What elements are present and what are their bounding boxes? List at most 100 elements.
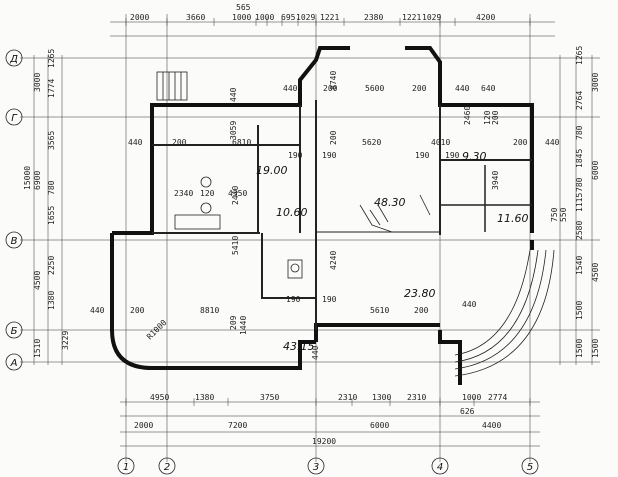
svg-text:1540: 1540 (575, 256, 584, 275)
svg-text:780: 780 (575, 177, 584, 192)
axis-marker-1: 1 (117, 457, 135, 475)
svg-text:1440: 1440 (239, 316, 248, 335)
bottom-dimensions: 4950 1380 3750 2310 1300 2310 1000 2774 … (134, 393, 507, 446)
svg-text:А: А (10, 358, 18, 369)
right-dimensions: 1265 2764 780 1845 780 1115 2580 1540 15… (550, 46, 600, 358)
svg-text:1000: 1000 (462, 393, 481, 402)
svg-text:190: 190 (322, 295, 337, 304)
svg-text:2440: 2440 (231, 186, 240, 205)
room-area-label: 23.80 (404, 287, 436, 300)
room-area-label: 43.15 (283, 340, 315, 353)
svg-text:4200: 4200 (476, 13, 495, 22)
svg-text:2380: 2380 (364, 13, 383, 22)
svg-text:6810: 6810 (232, 138, 251, 147)
svg-text:565: 565 (236, 3, 251, 12)
svg-text:4500: 4500 (591, 263, 600, 282)
svg-text:4400: 4400 (482, 421, 501, 430)
svg-text:8740: 8740 (329, 71, 338, 90)
svg-text:2460: 2460 (463, 106, 472, 125)
top-dimensions: 565 2000 3660 1000 1000 695 1029 1221 23… (130, 3, 495, 22)
svg-text:8810: 8810 (200, 306, 219, 315)
room-area-label: 10.60 (276, 206, 308, 219)
svg-text:6000: 6000 (370, 421, 389, 430)
svg-text:2310: 2310 (338, 393, 357, 402)
svg-text:4950: 4950 (150, 393, 169, 402)
svg-text:3000: 3000 (591, 73, 600, 92)
svg-text:3565: 3565 (47, 131, 56, 150)
terrace-arcs (454, 249, 555, 377)
svg-text:695: 695 (281, 13, 296, 22)
axis-marker-v: В (5, 231, 23, 249)
svg-text:1510: 1510 (33, 339, 42, 358)
svg-text:440: 440 (455, 84, 470, 93)
stairs (156, 71, 431, 233)
svg-text:5410: 5410 (231, 236, 240, 255)
svg-text:4010: 4010 (431, 138, 450, 147)
svg-text:120: 120 (200, 189, 215, 198)
svg-text:626: 626 (460, 407, 475, 416)
svg-text:780: 780 (47, 180, 56, 195)
svg-text:200: 200 (513, 138, 528, 147)
axis-marker-4: 4 (431, 457, 449, 475)
svg-text:2340: 2340 (174, 189, 193, 198)
svg-text:440: 440 (545, 138, 560, 147)
svg-text:1000: 1000 (232, 13, 251, 22)
svg-text:4: 4 (437, 462, 443, 473)
svg-text:550: 550 (559, 207, 568, 222)
svg-text:1115: 1115 (575, 193, 584, 212)
svg-text:4500: 4500 (33, 271, 42, 290)
svg-text:640: 640 (481, 84, 496, 93)
svg-text:190: 190 (288, 151, 303, 160)
svg-text:200: 200 (172, 138, 187, 147)
room-area-label: 11.60 (497, 212, 529, 225)
svg-text:209: 209 (229, 315, 238, 330)
svg-text:1265: 1265 (47, 49, 56, 68)
svg-text:3750: 3750 (260, 393, 279, 402)
svg-text:1029: 1029 (422, 13, 441, 22)
svg-text:4240: 4240 (329, 251, 338, 270)
svg-text:440: 440 (229, 87, 238, 102)
axis-marker-5: 5 (521, 457, 539, 475)
left-dimensions: 3000 1265 1774 3565 780 1655 2250 1380 1… (23, 49, 70, 358)
svg-text:2580: 2580 (575, 221, 584, 240)
axis-marker-g: Г (5, 108, 23, 126)
svg-text:1000: 1000 (255, 13, 274, 22)
axis-marker-b: Б (5, 321, 23, 339)
svg-text:6000: 6000 (591, 161, 600, 180)
svg-text:190: 190 (415, 151, 430, 160)
svg-text:7200: 7200 (228, 421, 247, 430)
svg-text:15000: 15000 (23, 166, 32, 190)
svg-text:5620: 5620 (362, 138, 381, 147)
svg-text:200: 200 (414, 306, 429, 315)
svg-text:200: 200 (329, 130, 338, 145)
svg-text:440: 440 (90, 306, 105, 315)
svg-text:3660: 3660 (186, 13, 205, 22)
svg-text:1655: 1655 (47, 206, 56, 225)
svg-text:440: 440 (311, 345, 320, 360)
axis-marker-2: 2 (158, 457, 176, 475)
axis-marker-d: Д (5, 49, 23, 67)
svg-text:440: 440 (128, 138, 143, 147)
svg-text:2764: 2764 (575, 91, 584, 110)
svg-text:5600: 5600 (365, 84, 384, 93)
svg-text:3229: 3229 (61, 331, 70, 350)
svg-text:19200: 19200 (312, 437, 336, 446)
svg-text:1221: 1221 (402, 13, 421, 22)
svg-text:120: 120 (483, 110, 492, 125)
svg-text:2000: 2000 (130, 13, 149, 22)
svg-text:2250: 2250 (47, 256, 56, 275)
svg-text:6900: 6900 (33, 171, 42, 190)
svg-text:3940: 3940 (491, 171, 500, 190)
svg-text:1380: 1380 (195, 393, 214, 402)
svg-text:5: 5 (527, 462, 533, 473)
svg-text:5610: 5610 (370, 306, 389, 315)
svg-text:В: В (11, 236, 18, 247)
svg-text:2000: 2000 (134, 421, 153, 430)
svg-text:190: 190 (322, 151, 337, 160)
room-area-label: 9.30 (462, 150, 487, 163)
svg-text:1774: 1774 (47, 79, 56, 98)
svg-text:750: 750 (550, 207, 559, 222)
svg-text:1500: 1500 (575, 301, 584, 320)
svg-text:R1000: R1000 (145, 318, 169, 342)
